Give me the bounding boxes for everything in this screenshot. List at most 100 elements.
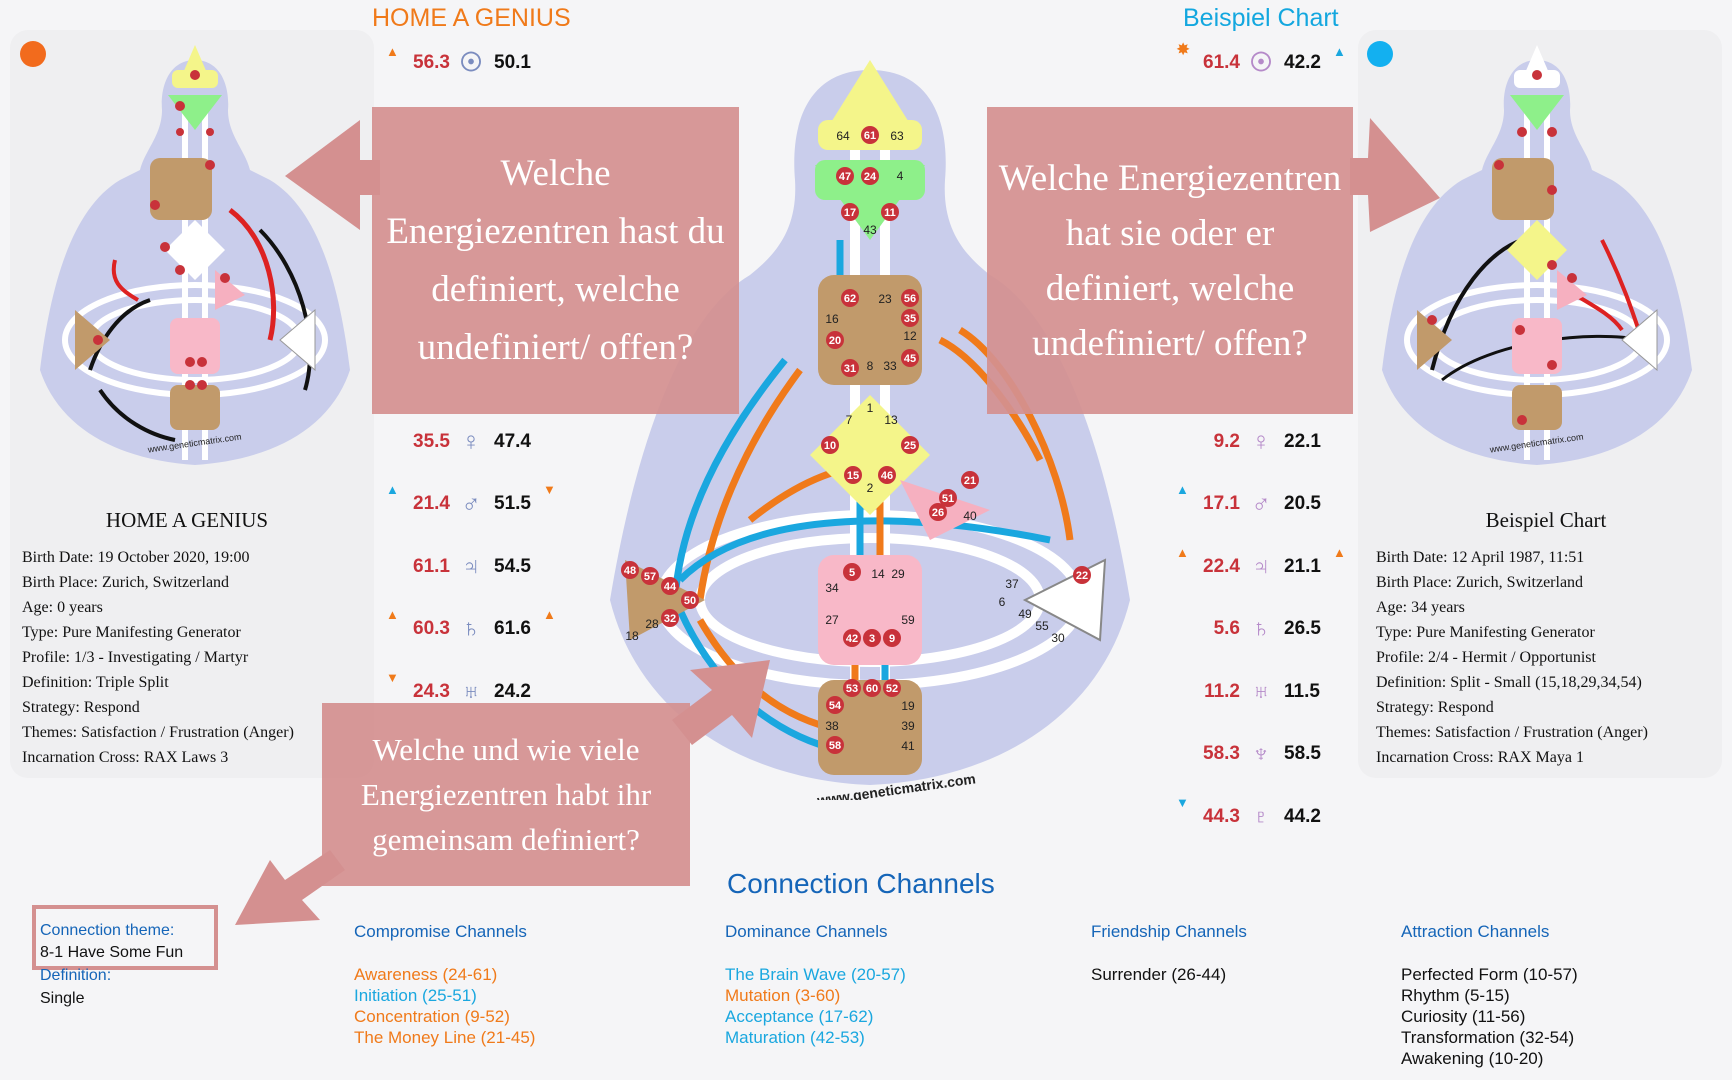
friendship-heading: Friendship Channels xyxy=(1091,922,1247,941)
jupiter-icon: ♃ xyxy=(1251,551,1271,581)
sun-icon: ☉ xyxy=(1249,47,1273,77)
planet-right-value: 58.5 xyxy=(1284,743,1321,764)
gate-10: 10 xyxy=(824,440,836,452)
right-chart-title: Beispiel Chart xyxy=(1485,508,1607,532)
channel-item: Transformation (32-54) xyxy=(1401,1028,1575,1047)
triangle-up-icon: ▲ xyxy=(1176,545,1189,560)
right-bodygraph-mini: www.geneticmatrix.com xyxy=(1382,45,1692,465)
dominance-heading: Dominance Channels xyxy=(725,922,888,941)
neptune-icon: ♆ xyxy=(1251,738,1271,768)
planet-right-value: 22.1 xyxy=(1284,431,1321,452)
gate-47: 47 xyxy=(839,171,851,183)
gate-40: 40 xyxy=(963,509,977,523)
triangle-down-icon: ▼ xyxy=(1176,795,1189,810)
planet-left-value: 22.4 xyxy=(1203,556,1240,577)
gate-44: 44 xyxy=(664,581,677,593)
planet-left-value: 58.3 xyxy=(1203,743,1240,764)
connection-heading: Connection Channels xyxy=(727,868,995,899)
right-info-block: Beispiel Chart Birth Date: 12 April 1987… xyxy=(1376,508,1716,770)
gate-51: 51 xyxy=(942,493,954,505)
uranus-icon: ♅ xyxy=(1251,676,1271,706)
compromise-heading: Compromise Channels xyxy=(354,922,527,941)
planet-left-value: 21.4 xyxy=(413,493,450,514)
planet-right-value: 24.2 xyxy=(494,681,531,702)
arrow-up-right-icon xyxy=(672,660,770,745)
connection-theme-label: Connection theme: xyxy=(40,922,175,939)
triangle-up-icon: ▲ xyxy=(1176,482,1189,497)
gate-29: 29 xyxy=(891,567,905,581)
gate-57: 57 xyxy=(644,571,656,583)
star-icon: ✸ xyxy=(1176,40,1191,59)
gate-13: 13 xyxy=(884,413,898,427)
gate-15: 15 xyxy=(847,470,859,482)
left-info-line: Themes: Satisfaction / Frustration (Ange… xyxy=(22,724,294,741)
triangle-up-icon: ▲ xyxy=(386,607,399,622)
triangle-up-icon: ▲ xyxy=(386,482,399,497)
left-info-block: HOME A GENIUS Birth Date: 19 October 202… xyxy=(22,508,352,770)
gate-37: 37 xyxy=(1005,577,1019,591)
gate-30: 30 xyxy=(1051,631,1065,645)
gate-19: 19 xyxy=(901,699,915,713)
venus-icon: ♀ xyxy=(1251,426,1271,456)
left-info-line: Type: Pure Manifesting Generator xyxy=(22,624,241,641)
planet-left-value: 24.3 xyxy=(413,681,450,702)
planet-right-value: 54.5 xyxy=(494,556,531,577)
triangle-down-icon: ▼ xyxy=(386,670,399,685)
arrow-down-left-icon xyxy=(235,850,345,925)
left-chart-title: HOME A GENIUS xyxy=(105,508,269,532)
channel-item: Initiation (25-51) xyxy=(354,986,477,1005)
left-info-line: Incarnation Cross: RAX Laws 3 xyxy=(22,749,229,766)
left-info-line: Definition: Triple Split xyxy=(22,674,169,691)
gate-27: 27 xyxy=(825,613,839,627)
gate-22: 22 xyxy=(1076,570,1088,582)
gate-1: 1 xyxy=(867,401,874,415)
right-info-line: Incarnation Cross: RAX Maya 1 xyxy=(1376,749,1584,766)
arrow-left-icon xyxy=(285,120,380,230)
definition-label: Definition: xyxy=(40,967,112,984)
channel-item: The Money Line (21-45) xyxy=(354,1028,536,1047)
gate-31: 31 xyxy=(844,363,856,375)
channel-item: Awareness (24-61) xyxy=(354,965,498,984)
gate-11: 11 xyxy=(884,207,896,219)
planet-left-value: 44.3 xyxy=(1203,806,1240,827)
gate-45: 45 xyxy=(904,353,916,365)
channel-item: Surrender (26-44) xyxy=(1091,965,1227,984)
triangle-up-icon: ▲ xyxy=(1333,545,1346,560)
arrow-right-icon xyxy=(1350,118,1440,232)
attraction-list: Perfected Form (10-57) Rhythm (5-15) Cur… xyxy=(1401,964,1578,1069)
planet-right-value: 50.1 xyxy=(494,52,531,73)
gate-35: 35 xyxy=(904,313,916,325)
right-info-line: Age: 34 years xyxy=(1376,599,1465,616)
gate-33: 33 xyxy=(883,359,897,373)
gate-52: 52 xyxy=(886,683,898,695)
gate-63: 63 xyxy=(890,129,904,143)
gate-39: 39 xyxy=(901,719,915,733)
planet-left-value: 11.2 xyxy=(1204,681,1240,702)
jupiter-icon: ♃ xyxy=(461,551,481,581)
left-top-title: HOME A GENIUS xyxy=(372,4,571,32)
channel-item: Perfected Form (10-57) xyxy=(1401,965,1578,984)
right-info-line: Birth Place: Zurich, Switzerland xyxy=(1376,574,1584,591)
planet-left-value: 9.2 xyxy=(1213,431,1240,452)
planet-left-value: 60.3 xyxy=(413,618,450,639)
gate-46: 46 xyxy=(881,470,893,482)
gate-60: 60 xyxy=(866,683,878,695)
triangle-up-icon: ▲ xyxy=(1333,44,1346,59)
gate-49: 49 xyxy=(1018,607,1032,621)
gate-38: 38 xyxy=(825,719,839,733)
channel-item: Maturation (42-53) xyxy=(725,1028,865,1047)
planet-right-value: 21.1 xyxy=(1284,556,1321,577)
center-bodygraph: 64 63 4 43 23 16 12 8 33 1 7 13 2 40 18 … xyxy=(610,60,1130,800)
gate-3: 3 xyxy=(869,633,875,645)
triangle-down-icon: ▼ xyxy=(543,482,556,497)
compromise-list: Awareness (24-61) Initiation (25-51) Con… xyxy=(354,964,535,1048)
planet-left-value: 56.3 xyxy=(413,52,450,73)
gate-9: 9 xyxy=(889,633,895,645)
gate-59: 59 xyxy=(901,613,915,627)
left-info-line: Profile: 1/3 - Investigating / Martyr xyxy=(22,649,249,666)
gate-28: 28 xyxy=(645,617,659,631)
left-person-dot xyxy=(20,41,46,67)
planet-left-value: 61.1 xyxy=(413,556,450,577)
triangle-up-icon: ▲ xyxy=(543,607,556,622)
